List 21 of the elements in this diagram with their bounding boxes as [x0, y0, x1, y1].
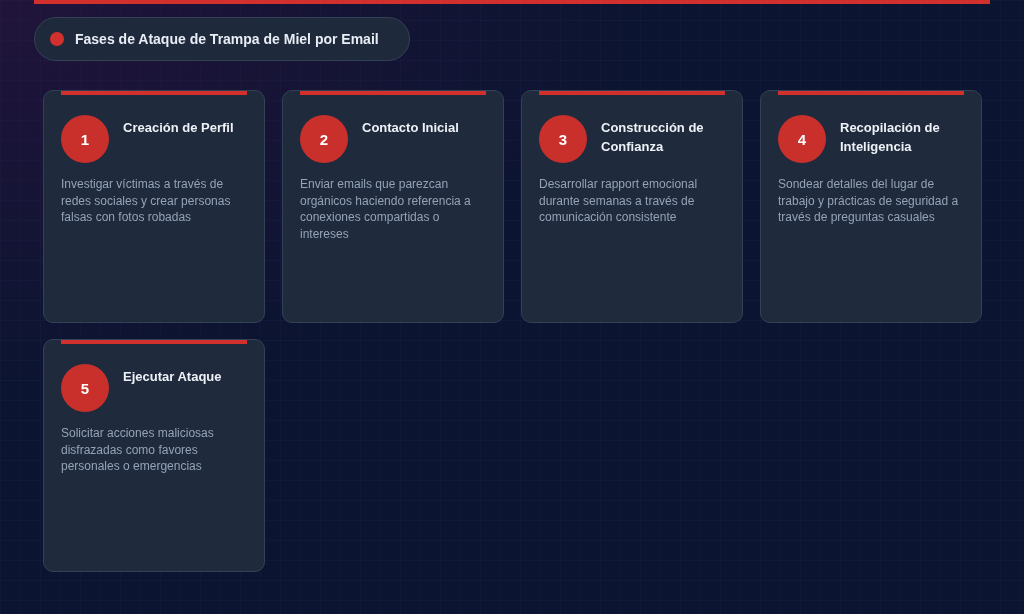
phase-card [282, 90, 504, 323]
phase-title: Recopilación de Inteligencia [840, 119, 941, 156]
phase-card [521, 90, 743, 323]
phase-card [43, 339, 265, 572]
diagram-title: Fases de Ataque de Trampa de Miel por Email [75, 31, 379, 47]
phase-title: Construcción de Confianza [601, 119, 705, 156]
phase-description: Enviar emails que parezcan orgánicos haciendo referencia a conexiones compartidas o intereses [300, 176, 472, 242]
phase-title: Ejecutar Ataque [123, 368, 223, 386]
step-number: 5 [61, 364, 109, 412]
step-number: 4 [778, 115, 826, 163]
step-number: 2 [300, 115, 348, 163]
phase-card [43, 90, 265, 323]
phase-description: Sondear detalles del lugar de trabajo y prácticas de seguridad a través de preguntas casuales [778, 176, 960, 226]
phase-card [760, 90, 982, 323]
step-number: 1 [61, 115, 109, 163]
step-number: 3 [539, 115, 587, 163]
phase-description: Solicitar acciones maliciosas disfrazadas como favores personales o emergencias [61, 425, 215, 475]
phase-title: Contacto Inicial [362, 119, 460, 137]
phase-title: Creación de Perfil [123, 119, 235, 137]
phase-description: Desarrollar rapport emocional durante semanas a través de comunicación consistente [539, 176, 699, 226]
phase-description: Investigar víctimas a través de redes sociales y crear personas falsas con fotos robadas [61, 176, 232, 226]
